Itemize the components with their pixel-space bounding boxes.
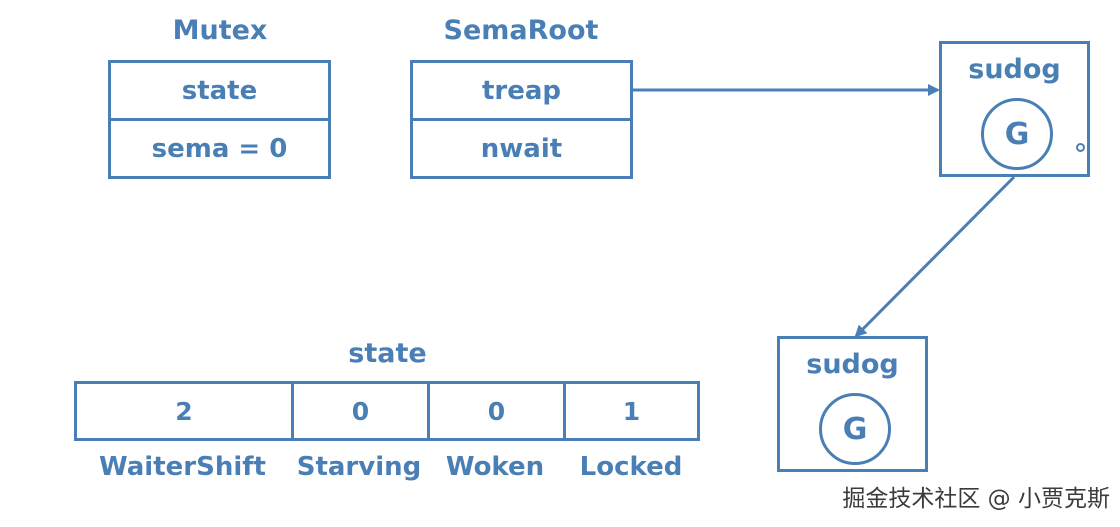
mutex-struct: state sema = 0	[108, 60, 331, 179]
mutex-state-field: state	[111, 63, 328, 121]
sudog-bottom-goroutine: G	[819, 393, 891, 465]
sudog-bottom-title: sudog	[806, 349, 899, 380]
sudog-bottom: sudog G	[777, 336, 928, 472]
sudog-to-sudog-arrow	[854, 175, 1016, 338]
state-locked-value: 1	[622, 396, 641, 426]
state-bitfield: 2 0 0 1	[74, 381, 700, 441]
cursor-dot-icon	[1076, 143, 1085, 152]
state-starving-value: 0	[294, 384, 430, 438]
state-locked-label: Locked	[579, 452, 683, 482]
sudog-top: sudog G	[939, 41, 1090, 177]
state-starving-label: Starving	[296, 452, 422, 482]
semaroot-treap-field: treap	[413, 63, 630, 121]
sudog-top-goroutine: G	[981, 98, 1053, 170]
state-waitershift-value: 2	[77, 384, 294, 438]
mutex-title: Mutex	[172, 15, 268, 46]
state-title: state	[348, 338, 427, 369]
mutex-sema-field: sema = 0	[151, 133, 288, 164]
semaroot-struct: treap nwait	[410, 60, 633, 179]
semaroot-title: SemaRoot	[443, 15, 599, 46]
state-woken-value: 0	[430, 384, 566, 438]
sudog-top-title: sudog	[968, 54, 1061, 85]
semaroot-nwait-field: nwait	[480, 133, 563, 164]
watermark-text: 掘金技术社区 @ 小贾克斯	[842, 486, 1110, 512]
state-woken-label: Woken	[445, 452, 545, 482]
state-waitershift-label: WaiterShift	[99, 452, 266, 482]
